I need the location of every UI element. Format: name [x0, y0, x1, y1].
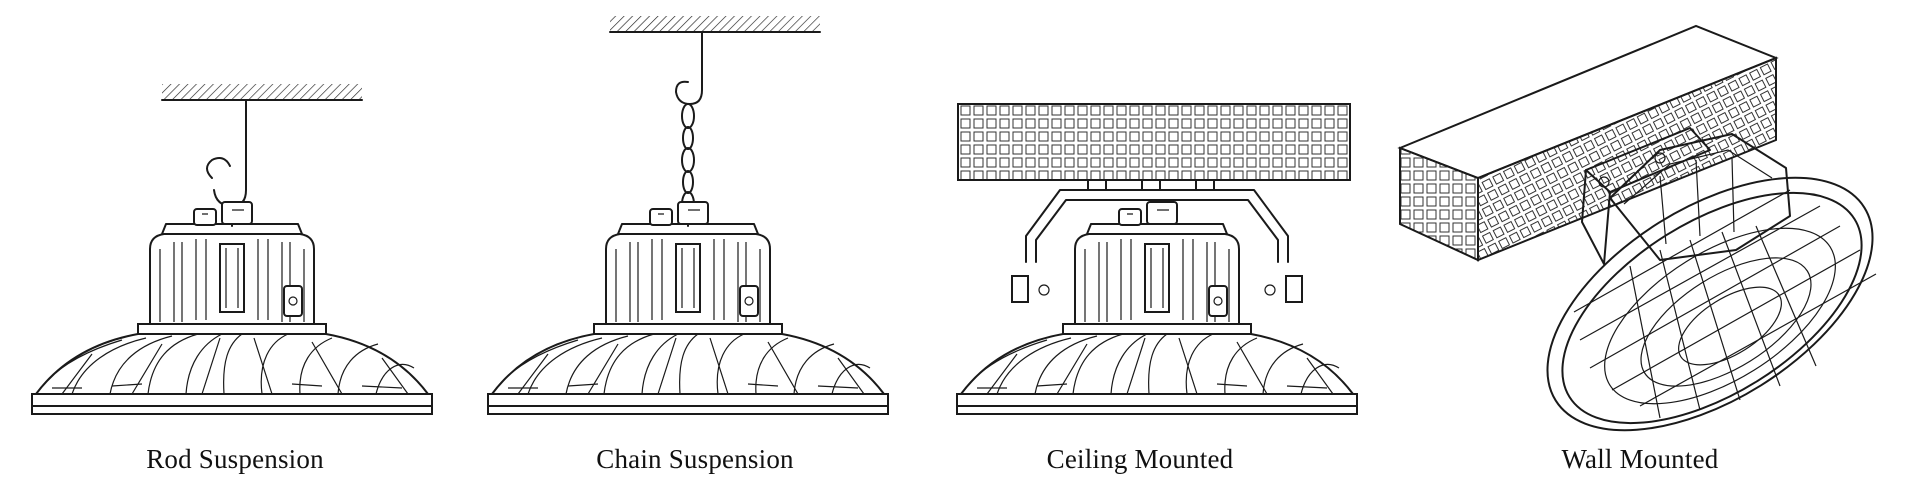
panel-wall-mounted: Wall Mounted	[1360, 0, 1920, 497]
panel-ceiling-mounted: Ceiling Mounted	[920, 0, 1360, 497]
chain-suspension-lamp-icon	[487, 16, 889, 415]
caption-ceiling-mounted: Ceiling Mounted	[1046, 444, 1234, 474]
panel-chain-suspension: Chain Suspension	[470, 0, 920, 497]
caption-chain-suspension: Chain Suspension	[596, 444, 794, 474]
caption-rod-suspension: Rod Suspension	[146, 444, 324, 474]
ceiling-mounted-lamp-icon	[956, 103, 1358, 415]
rod-suspension-lamp-icon	[31, 84, 433, 415]
caption-wall-mounted: Wall Mounted	[1561, 444, 1719, 474]
panel-rod-suspension: Rod Suspension	[0, 0, 470, 497]
wall-mounted-lamp-icon	[1397, 24, 1877, 432]
